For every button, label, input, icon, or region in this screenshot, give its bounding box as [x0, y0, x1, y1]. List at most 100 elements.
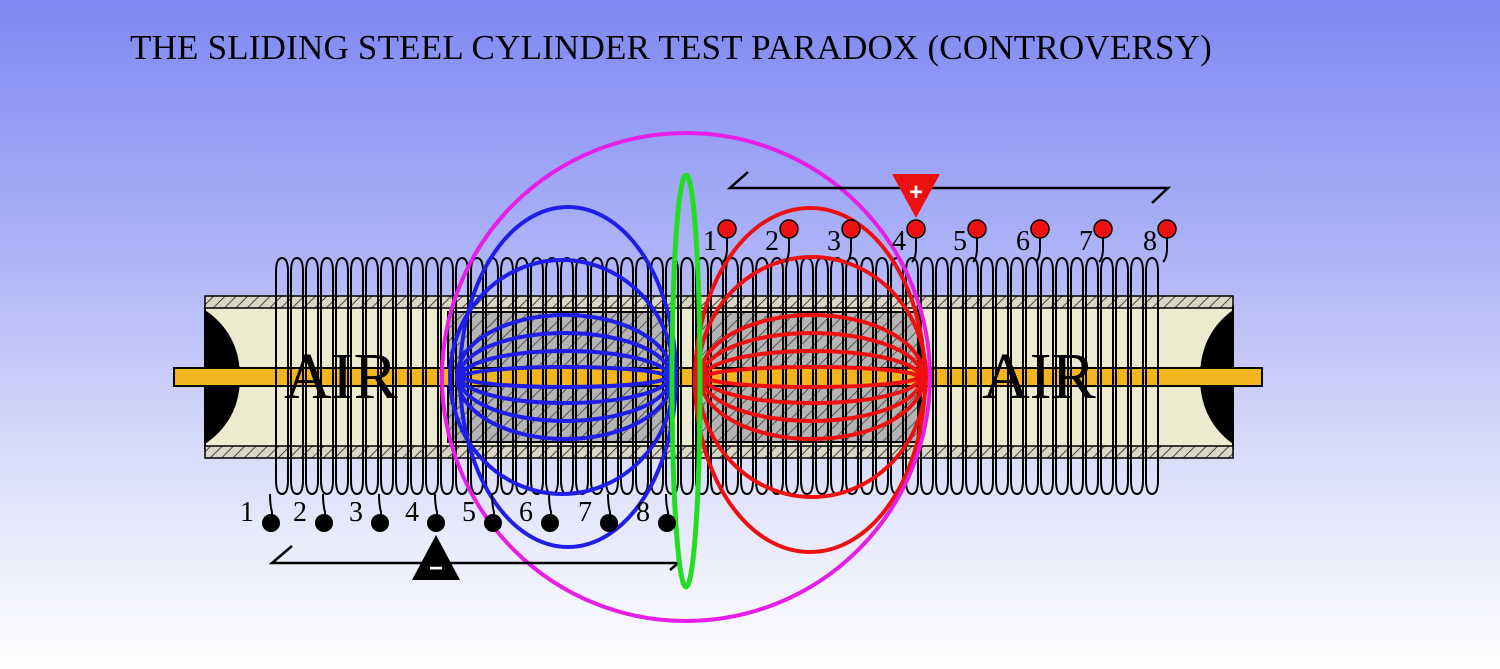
- coil-turn: [800, 256, 814, 496]
- tap-dot: [262, 514, 280, 532]
- tap-lead: [378, 493, 382, 520]
- coil-turn: [920, 256, 934, 496]
- tap-lead: [972, 230, 978, 263]
- coil-turn: [950, 256, 964, 496]
- tap-dot: [600, 514, 618, 532]
- tap-lead: [1035, 230, 1041, 263]
- tap-label: 3: [827, 226, 841, 257]
- page-title: THE SLIDING STEEL CYLINDER TEST PARADOX …: [130, 28, 1212, 67]
- tap-label: 1: [703, 226, 717, 257]
- coil-turn: [365, 256, 379, 496]
- tap-lead: [846, 230, 852, 263]
- coil-turn: [275, 256, 289, 496]
- negative-terminal-triangle: [412, 535, 460, 580]
- tap-dot: [967, 219, 987, 239]
- tap-label: 5: [462, 497, 476, 528]
- coil-turn: [1025, 256, 1039, 496]
- tap-lead: [665, 493, 669, 520]
- tap-lead: [607, 493, 611, 520]
- coil-turn: [335, 256, 349, 496]
- coil-turn: [650, 256, 664, 496]
- top-taps: 1 2 3 4 5 6 7 8: [703, 219, 1177, 263]
- tap-dot: [1030, 219, 1050, 239]
- coil-turn: [995, 256, 1009, 496]
- tap-label: 5: [953, 226, 967, 257]
- negative-terminal: −: [412, 535, 460, 582]
- coil-turn: [425, 256, 439, 496]
- coil-turn: [320, 256, 334, 496]
- coil-turn: [965, 256, 979, 496]
- tap-dot: [427, 514, 445, 532]
- coil-turn: [1130, 256, 1144, 496]
- coil-turn: [530, 256, 544, 496]
- coil-turn: [1010, 256, 1024, 496]
- coil-windings: [275, 256, 1159, 496]
- tap-lead: [434, 493, 438, 520]
- coil-turn: [875, 256, 889, 496]
- blue-field-inner-loop: [461, 365, 669, 389]
- coil-turn: [860, 256, 874, 496]
- coil-turn: [605, 256, 619, 496]
- top-bus-bar: [726, 171, 1172, 204]
- tap-lead: [1162, 230, 1168, 263]
- coil-turn: [680, 256, 694, 496]
- tap-label: 7: [578, 497, 592, 528]
- coil-turn: [1145, 256, 1159, 496]
- coil-turn: [1055, 256, 1069, 496]
- coil-turn: [1115, 256, 1129, 496]
- tap-label: 6: [1016, 226, 1030, 257]
- tap-dot: [906, 219, 926, 239]
- tap-lead: [269, 493, 273, 520]
- tap-label: 3: [349, 497, 363, 528]
- positive-terminal: +: [892, 174, 940, 218]
- tap-dot: [484, 514, 502, 532]
- coil-turn: [380, 256, 394, 496]
- coil-turn: [395, 256, 409, 496]
- coil-turn: [1070, 256, 1084, 496]
- tap-dot: [841, 219, 861, 239]
- tap-label: 8: [1143, 226, 1157, 257]
- tap-lead: [1098, 230, 1104, 263]
- coil-turn: [1040, 256, 1054, 496]
- tap-label: 4: [892, 226, 906, 257]
- tap-label: 2: [765, 226, 779, 257]
- coil-turn: [1100, 256, 1114, 496]
- tap-lead: [911, 230, 917, 263]
- coil-turn: [1085, 256, 1099, 496]
- tap-label: 2: [293, 497, 307, 528]
- tap-lead: [548, 493, 552, 520]
- coil-turn: [410, 256, 424, 496]
- coil-turn: [905, 256, 919, 496]
- coil-turn: [440, 256, 454, 496]
- bottom-bus-bar: [268, 545, 678, 571]
- red-field-inner-loop: [704, 365, 920, 389]
- tap-lead: [491, 493, 495, 520]
- negative-terminal-symbol: −: [429, 555, 443, 582]
- tap-lead: [784, 230, 790, 263]
- tap-label: 7: [1079, 226, 1093, 257]
- coil-turn: [635, 256, 649, 496]
- tap-label: 8: [636, 497, 650, 528]
- tap-dot: [779, 219, 799, 239]
- coil-turn: [590, 256, 604, 496]
- tap-dot: [315, 514, 333, 532]
- tap-dot: [658, 514, 676, 532]
- tap-label: 1: [240, 497, 254, 528]
- coil-turn: [620, 256, 634, 496]
- magenta-field-circle: [440, 131, 932, 623]
- tap-label: 6: [519, 497, 533, 528]
- positive-terminal-triangle: [892, 174, 940, 218]
- coil-turn: [515, 256, 529, 496]
- tap-dot: [371, 514, 389, 532]
- green-field-loop: [669, 172, 703, 590]
- coil-turn: [350, 256, 364, 496]
- coil-turn: [665, 256, 679, 496]
- tap-dot: [541, 514, 559, 532]
- coil-turn: [290, 256, 304, 496]
- rod: [173, 367, 1263, 387]
- positive-terminal-symbol: +: [909, 179, 923, 206]
- coil-turn: [455, 256, 469, 496]
- tap-lead: [722, 230, 728, 263]
